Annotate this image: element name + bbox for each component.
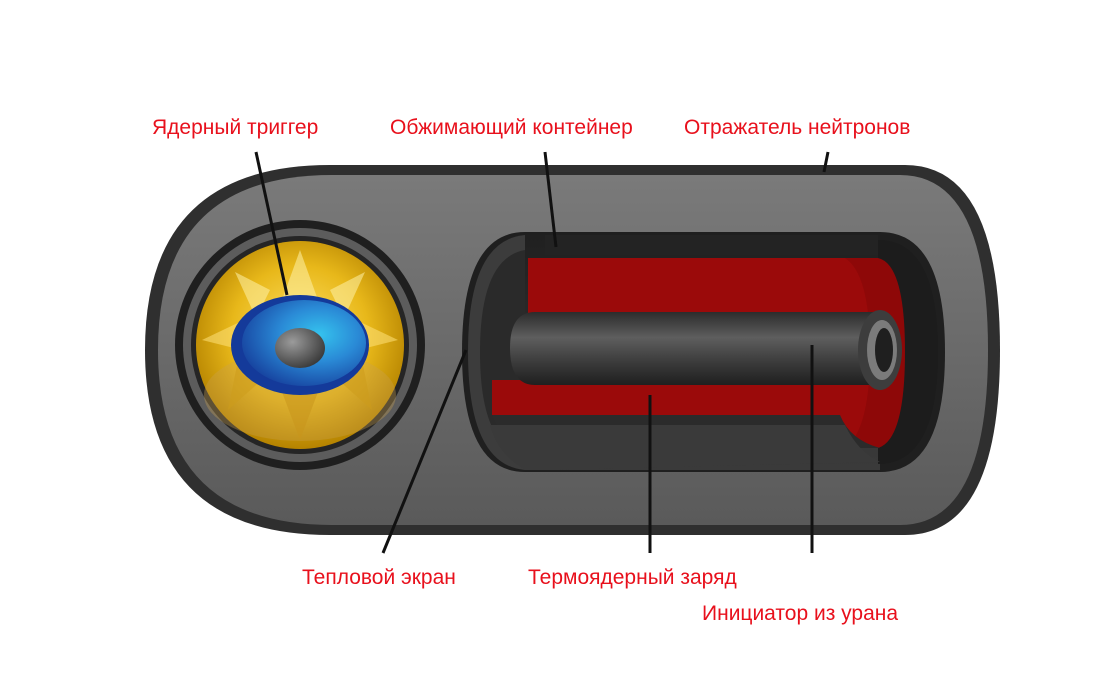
label-uranium-initiator: Инициатор из урана: [702, 602, 899, 625]
label-nuclear-trigger: Ядерный триггер: [152, 116, 319, 139]
leader-lines: [254, 151, 830, 554]
leader-neutron-reflector: [822, 151, 830, 173]
label-compression-container: Обжимающий контейнер: [390, 116, 633, 139]
uranium-initiator-end: [875, 328, 893, 372]
trigger-core: [275, 328, 325, 368]
label-thermonuclear-charge: Термоядерный заряд: [528, 566, 737, 589]
leader-heat-shield: [381, 349, 468, 554]
label-heat-shield: Тепловой экран: [302, 566, 456, 589]
leader-nuclear-trigger: [254, 151, 289, 296]
secondary-assembly: [462, 232, 945, 472]
leader-compression-container: [543, 151, 558, 248]
label-neutron-reflector: Отражатель нейтронов: [684, 116, 911, 139]
nuclear-trigger-assembly: [175, 220, 425, 470]
thermonuclear-charge-cylinder: [510, 312, 878, 385]
